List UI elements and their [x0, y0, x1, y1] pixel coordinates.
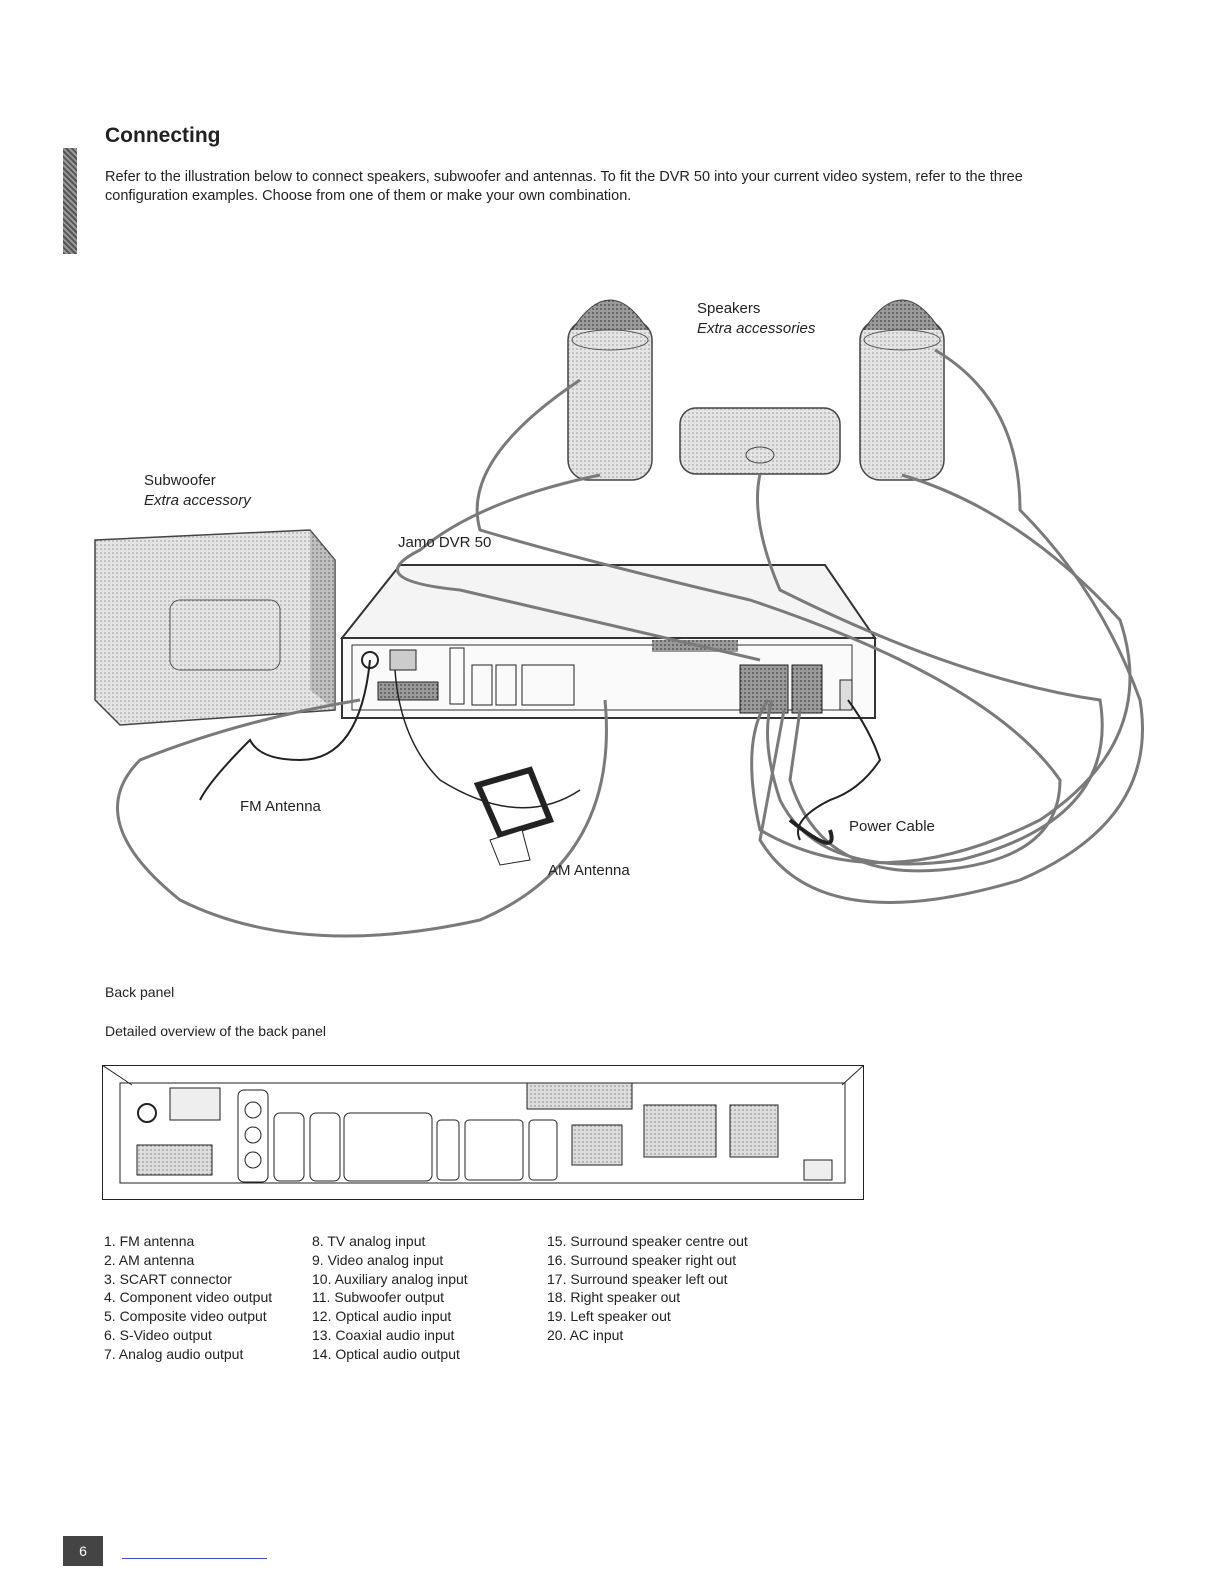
- legend-item: 3. SCART connector: [104, 1270, 232, 1287]
- fm-antenna-wire: [199, 659, 371, 801]
- legend-item: 19. Left speaker out: [547, 1308, 671, 1325]
- right-speaker: [859, 299, 945, 481]
- legend-item: 6. S-Video output: [104, 1326, 212, 1343]
- subwoofer-label: Subwoofer: [144, 472, 216, 489]
- fm-antenna-label: FM Antenna: [240, 798, 321, 815]
- legend-item: 4. Component video output: [104, 1289, 273, 1306]
- speakers-note: Extra accessories: [697, 320, 816, 337]
- section-tab-marker: [63, 148, 77, 254]
- subwoofer: [94, 529, 336, 726]
- back-panel-subheading: Detailed overview of the back panel: [105, 1023, 327, 1039]
- back-panel-diagram: [102, 1065, 864, 1200]
- footer-rule: [122, 1558, 267, 1559]
- legend-item: 1. FM antenna: [104, 1233, 195, 1249]
- page-number: 6: [63, 1536, 103, 1566]
- legend-item: 2. AM antenna: [104, 1251, 195, 1268]
- am-antenna-label: AM Antenna: [548, 862, 630, 879]
- speakers-label: Speakers: [697, 300, 761, 317]
- legend-item: 14. Optical audio output: [312, 1345, 460, 1362]
- legend-item: 18. Right speaker out: [547, 1289, 681, 1306]
- legend-item: 8. TV analog input: [312, 1233, 426, 1249]
- legend-item: 15. Surround speaker centre out: [547, 1233, 748, 1249]
- legend-item: 7. Analog audio output: [104, 1345, 244, 1362]
- connector-legend-column-3: 15. Surround speaker centre out 16. Surr…: [547, 1232, 748, 1345]
- receiver-unit: [339, 564, 877, 719]
- legend-item: 10. Auxiliary analog input: [312, 1270, 468, 1287]
- legend-item: 9. Video analog input: [312, 1251, 444, 1268]
- legend-item: 16. Surround speaker right out: [547, 1251, 737, 1268]
- legend-item: 11. Subwoofer output: [312, 1289, 445, 1306]
- legend-item: 12. Optical audio input: [312, 1308, 452, 1325]
- legend-item: 5. Composite video output: [104, 1308, 267, 1325]
- connection-illustration: [94, 299, 1144, 938]
- subwoofer-cable: [116, 698, 608, 938]
- connector-legend-column-1: 1. FM antenna 2. AM antenna 3. SCART con…: [104, 1232, 272, 1364]
- am-antenna: [394, 669, 581, 866]
- legend-item: 13. Coaxial audio input: [312, 1326, 455, 1343]
- speaker-cables: [396, 348, 1144, 904]
- left-speaker: [567, 299, 653, 481]
- power-cable-label: Power Cable: [849, 818, 935, 835]
- back-panel-heading: Back panel: [105, 984, 175, 1000]
- legend-item: 20. AC input: [547, 1326, 624, 1343]
- centre-speaker: [679, 407, 841, 475]
- section-title: Connecting: [105, 124, 221, 147]
- intro-paragraph: Refer to the illustration below to conne…: [105, 169, 1023, 204]
- subwoofer-note: Extra accessory: [144, 492, 251, 509]
- power-cable: [788, 699, 882, 845]
- unit-label: Jamo DVR 50: [398, 534, 492, 551]
- legend-item: 17. Surround speaker left out: [547, 1270, 728, 1287]
- connector-legend-column-2: 8. TV analog input 9. Video analog input…: [312, 1232, 468, 1364]
